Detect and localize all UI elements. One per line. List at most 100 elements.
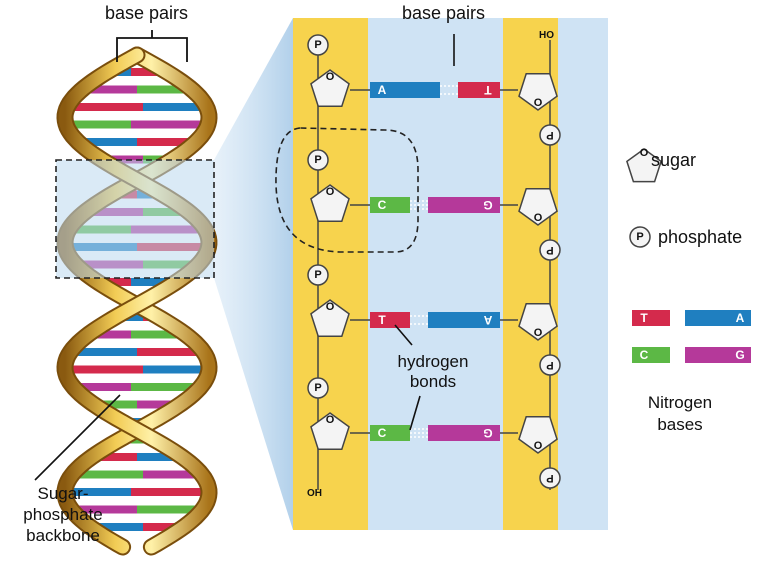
hydrogen-bonds-leader-line-2: [394, 324, 413, 346]
left-phosphate-3-letter: P: [314, 269, 321, 281]
helix-base-pair-right: [137, 85, 192, 94]
helix-base-pair-right: [131, 330, 186, 339]
right-phosphate-4: P: [539, 467, 561, 489]
right-sugar-2: [518, 188, 558, 226]
helix-strand-2: [58, 48, 216, 554]
base-letter-right-4: G: [483, 426, 492, 440]
helix-base-pair-right: [137, 138, 196, 146]
helix-base-pair-left: [93, 400, 137, 409]
helix-base-pair-right: [143, 523, 184, 531]
legend-base-T: [632, 310, 670, 326]
helix-base-pair-right: [137, 348, 204, 356]
right-phosphate-3-circle: [539, 354, 561, 376]
oh-end-label: OH: [307, 488, 322, 499]
helix-base-pair-right: [131, 383, 201, 391]
helix-base-pair-left: [82, 85, 137, 94]
base-C-left-2: [370, 197, 410, 213]
right-phosphate-1-circle: [539, 124, 561, 146]
right-phosphate-1-letter: P: [546, 129, 553, 141]
left-sugar-oxygen-4: O: [326, 414, 335, 426]
legend-phosphate-icon-circle: [629, 226, 651, 248]
helix-base-pair-left: [65, 365, 143, 374]
legend-phosphate-label: phosphate: [658, 227, 743, 247]
hydrogen-bonds-leader-line-1: [409, 395, 421, 431]
base-C-left-4: [370, 425, 410, 441]
helix-base-pair-left: [101, 155, 143, 164]
right-sugar-3: [518, 303, 558, 341]
left-phosphate-1: P: [307, 34, 329, 56]
left-sugar-1: [310, 69, 350, 107]
right-phosphate-3: P: [539, 354, 561, 376]
nitrogen-bases-label-line-1: Nitrogen: [647, 393, 713, 412]
backbone-label: Sugar- phosphate backbone: [18, 483, 108, 546]
nucleotide-highlight: [275, 127, 419, 253]
left-phosphate-4: P: [307, 377, 329, 399]
left-sugar-3: [310, 299, 350, 337]
helix-base-pair-left: [66, 120, 131, 129]
helix-base-pair-left: [91, 453, 137, 461]
nitrogen-bases-label-line-2: bases: [657, 415, 703, 434]
backbone-label-line-3: backbone: [26, 526, 100, 545]
helix-base-pair-right: [143, 365, 209, 374]
base-letter-left-1: A: [378, 83, 387, 97]
hydrogen-bonds-label-line-1: hydrogen: [397, 352, 469, 371]
left-phosphate-2-letter: P: [314, 154, 321, 166]
backbone-label-line-1: Sugar-: [37, 484, 89, 503]
base-letter-left-2: C: [378, 198, 387, 212]
helix-base-pair-right: [143, 470, 202, 479]
base-letter-left-4: C: [378, 426, 387, 440]
helix-base-pair-left: [90, 523, 143, 531]
legend-base-C: [632, 347, 670, 363]
helix-base-pair-left: [65, 488, 131, 496]
right-sugar-oxygen-3: O: [534, 327, 543, 339]
left-phosphate-2: P: [307, 149, 329, 171]
base-letter-left-3: T: [378, 313, 386, 327]
right-phosphate-2-circle: [539, 239, 561, 261]
right-phosphate-3-letter: P: [546, 359, 553, 371]
helix-base-pair-right: [143, 103, 207, 111]
legend-base-letter-C: C: [640, 348, 649, 362]
helix-base-pair-right: [131, 488, 209, 496]
left-phosphate-2-circle: [307, 149, 329, 171]
left-phosphate-4-circle: [307, 377, 329, 399]
right-sugar-4: [518, 416, 558, 454]
legend-base-G: [685, 347, 751, 363]
base-pairs-bracket: [116, 30, 188, 62]
right-phosphate-4-circle: [539, 467, 561, 489]
left-sugar-oxygen-3: O: [326, 301, 335, 313]
right-phosphate-2: P: [539, 239, 561, 261]
helix-base-pair-left: [70, 348, 137, 356]
right-phosphate-4-letter: P: [546, 472, 553, 484]
left-phosphate-4-letter: P: [314, 382, 321, 394]
legend-base-letter-T: T: [640, 311, 648, 325]
backbone-leader-line: [34, 394, 121, 481]
right-sugar-oxygen-2: O: [534, 212, 543, 224]
right-sugar-oxygen-1: O: [534, 97, 543, 109]
helix-base-pair-left: [67, 103, 143, 111]
base-G-right-4: [428, 425, 500, 441]
zoom-connector: [214, 18, 293, 530]
helix-base-pair-right: [131, 278, 177, 286]
hydrogen-bonds-label: hydrogen bonds: [388, 352, 478, 392]
base-T-right-1: [458, 82, 500, 98]
legend-sugar-oxygen: O: [640, 147, 649, 159]
double-helix: [56, 46, 218, 556]
legend-phosphate-icon: P: [629, 226, 651, 248]
base-G-right-2: [428, 197, 500, 213]
zoom-selection-box: [55, 159, 215, 279]
left-phosphate-3: P: [307, 264, 329, 286]
legend-base-letter-G: G: [735, 348, 744, 362]
left-sugar-4: [310, 412, 350, 450]
right-phosphate-1: P: [539, 124, 561, 146]
helix-base-pair-right: [137, 505, 203, 514]
